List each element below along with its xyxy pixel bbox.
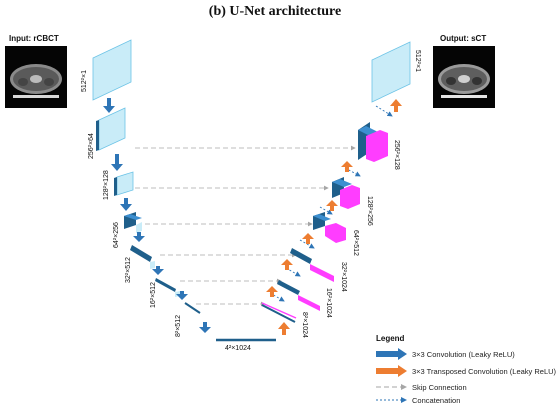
dimension-labels: 512²×1 256²×64 128²×128 64²×256 32²×512 …: [81, 50, 421, 352]
legend-item-skip-connection: Skip Connection: [412, 383, 467, 392]
dim-label-dec6: 8²×1024: [301, 312, 308, 338]
legend-title: Legend: [376, 334, 405, 343]
encoder-block-4: [130, 245, 155, 269]
dim-label-enc6: 8²×512: [175, 315, 182, 337]
input-ct-image: [5, 46, 67, 108]
transposed-arrow-7: [390, 99, 402, 112]
figure-title: (b) U-Net architecture: [208, 4, 342, 19]
encoder-block-3: [124, 212, 142, 233]
output-ct-image: [433, 46, 495, 108]
dim-label-enc5: 16²×512: [150, 282, 157, 308]
transposed-arrow-2: [266, 286, 278, 297]
decoder-block-1: [358, 122, 388, 162]
decoder-block-0: [371, 41, 411, 103]
conv-arrow-1: [103, 98, 115, 113]
conv-arrow-7: [199, 322, 211, 333]
decoder-block-4: [290, 248, 334, 282]
dim-label-enc4: 32²×512: [125, 257, 132, 283]
legend-item-transposed-convolution: 3×3 Transposed Convolution (Leaky ReLU): [412, 367, 556, 376]
decoder-block-2: [332, 177, 360, 209]
conv-arrow-3: [120, 198, 132, 211]
dim-label-enc0: 512²×1: [81, 70, 88, 92]
dim-label-dec4: 32²×1024: [340, 262, 347, 292]
transposed-arrow-6: [341, 161, 353, 172]
concatenation-2: [344, 167, 361, 177]
transposed-arrow-1: [278, 322, 290, 335]
conv-arrow-5: [152, 266, 164, 275]
dim-label-bottleneck: 4²×1024: [225, 345, 251, 352]
decoder-block-3: [313, 212, 346, 243]
dim-label-dec0: 512²×1: [414, 50, 421, 72]
dim-label-dec2: 128²×256: [366, 196, 373, 226]
transposed-arrow-5: [326, 200, 338, 211]
orange-arrow-icon: [376, 365, 407, 377]
encoder-block-6: [184, 302, 201, 314]
concatenation-6: [269, 292, 285, 302]
dim-label-enc1: 256²×64: [88, 133, 95, 159]
dim-label-enc2: 128²×128: [103, 170, 110, 200]
legend-item-concatenation: Concatenation: [412, 396, 461, 405]
dotted-arrow-icon: [376, 397, 407, 403]
dim-label-enc3: 64²×256: [113, 222, 120, 248]
dim-label-dec1: 256²×128: [393, 140, 400, 170]
legend: Legend 3×3 Convolution (Leaky ReLU) 3×3 …: [374, 334, 556, 410]
encoder: [92, 39, 276, 342]
conv-arrow-2: [111, 154, 123, 171]
dim-label-dec5: 16²×1024: [325, 288, 332, 318]
encoder-block-0: [92, 39, 132, 101]
output-label: Output: sCT: [440, 34, 487, 43]
encoder-block-2: [114, 171, 134, 196]
transposed-conv-arrows: [266, 99, 402, 335]
skip-connections: [135, 145, 356, 307]
decoder-block-5: [277, 280, 320, 311]
transposed-arrow-3: [281, 259, 293, 270]
decoder-block-6: [261, 302, 297, 323]
conv-arrows: [103, 98, 211, 333]
conv-arrow-6: [176, 291, 188, 300]
dashed-arrow-icon: [376, 384, 407, 390]
transposed-arrow-4: [302, 233, 314, 244]
decoder: [261, 41, 411, 323]
legend-item-convolution: 3×3 Convolution (Leaky ReLU): [412, 350, 515, 359]
conv-arrow-4: [133, 232, 145, 242]
blue-arrow-icon: [376, 348, 407, 360]
dim-label-dec3: 64²×512: [352, 230, 359, 256]
encoder-block-1: [96, 107, 126, 151]
concatenation-5: [285, 267, 301, 277]
concatenation-1: [375, 105, 393, 117]
input-label: Input: rCBCT: [9, 34, 59, 43]
